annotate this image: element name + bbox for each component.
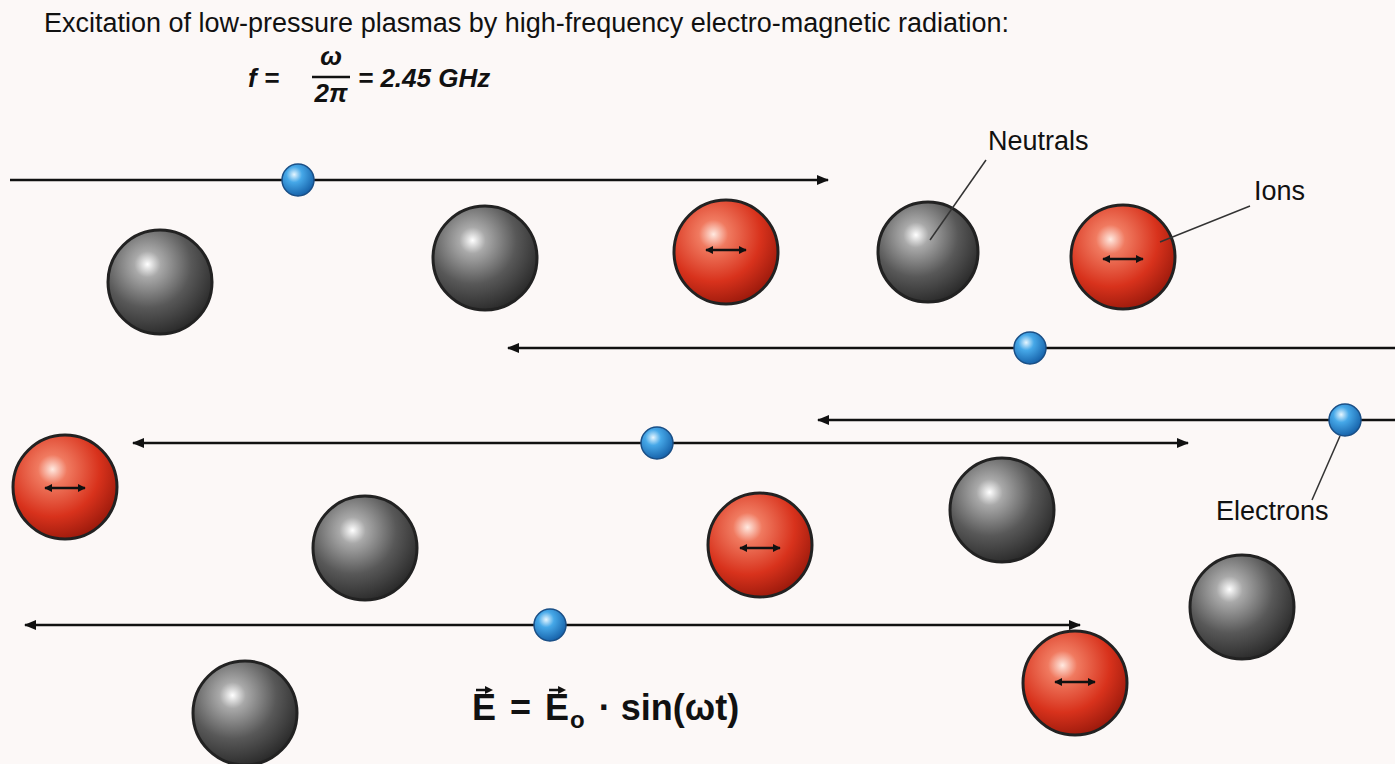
callout-label: Neutrals xyxy=(988,126,1089,157)
title-text: Excitation of low-pressure plasmas by hi… xyxy=(44,8,1314,39)
ion-particles xyxy=(13,200,1175,735)
equation-part: E xyxy=(545,688,569,728)
electron-particles xyxy=(282,164,1361,641)
callout-label: Ions xyxy=(1254,176,1305,207)
formula-text: = 2.45 GHz xyxy=(358,64,490,94)
leader-lines xyxy=(930,160,1340,500)
formula-text: f = xyxy=(248,64,279,94)
formula-denominator: 2π xyxy=(315,79,348,109)
equation-part: o xyxy=(570,707,585,733)
field-equation: E=Eo· sin(ωt) xyxy=(472,688,739,728)
equation-part: · sin(ωt) xyxy=(599,688,739,728)
callout-label: Electrons xyxy=(1216,496,1329,527)
equation-part: = xyxy=(510,688,531,728)
ion-oscillation-arrows xyxy=(45,250,1143,682)
equation-part: E xyxy=(472,688,496,728)
electron-paths xyxy=(10,180,1395,625)
formula-numerator: ω xyxy=(320,42,342,72)
fraction-bar xyxy=(312,76,350,79)
